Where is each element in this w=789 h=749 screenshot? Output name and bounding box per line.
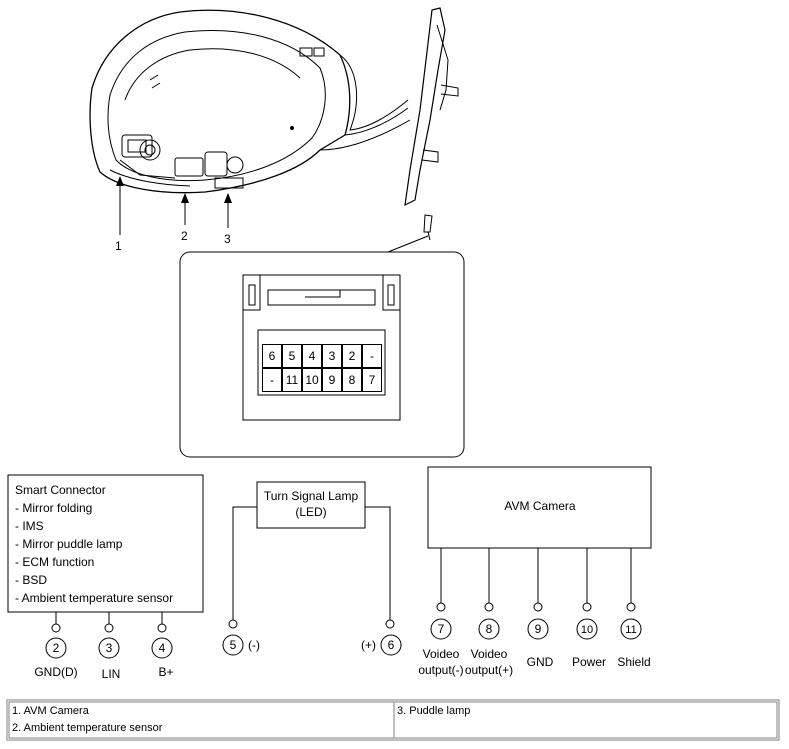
legend-item: 3. Puddle lamp [397, 705, 470, 717]
pin-4-label: B+ [158, 665, 173, 679]
svg-text:5: 5 [230, 638, 237, 652]
legend-item: 2. Ambient temperature sensor [12, 722, 163, 734]
connector-pin-cell: 4 [302, 344, 322, 368]
connector-pin-cell: 6 [262, 344, 282, 368]
pin-8-label: Voideo [471, 647, 508, 661]
pin-7-badge: 7 [430, 618, 452, 640]
smart-connector-title: Smart Connector [15, 483, 106, 497]
svg-text:3: 3 [106, 641, 113, 655]
svg-text:11: 11 [625, 624, 636, 636]
connector-pin-cell: 2 [342, 344, 362, 368]
connector-detail-frame [179, 251, 465, 458]
turn-signal-title: Turn Signal Lamp [264, 489, 359, 503]
pin-2-label: GND(D) [34, 665, 77, 679]
detail-leader-line [387, 235, 429, 253]
connector-pin-cell: 11 [282, 368, 302, 392]
pin-7-label: output(-) [418, 663, 463, 677]
turn-signal-wires [228, 506, 395, 629]
svg-text:8: 8 [486, 622, 493, 636]
avm-camera-box [427, 466, 652, 549]
connector-pin-cell: - [262, 368, 282, 392]
avm-camera-wires [436, 548, 636, 612]
pin-6-label: (+) [361, 638, 376, 652]
connector-pin-cell: 8 [342, 368, 362, 392]
smart-connector-feature: - Mirror folding [15, 501, 92, 515]
pin-2-badge: 2 [45, 637, 67, 659]
pin-10-badge: 10 [576, 618, 598, 640]
turn-signal-subtitle: (LED) [295, 505, 326, 519]
svg-text:2: 2 [53, 641, 60, 655]
smart-connector-box [7, 474, 204, 613]
pin-8-label: output(+) [465, 663, 513, 677]
connector-pin-cell: 7 [362, 368, 382, 392]
connector-pin-cell: 5 [282, 344, 302, 368]
pin-5-label: (-) [248, 638, 260, 652]
connector-pin-cell: 3 [322, 344, 342, 368]
pin-10-label: Power [572, 655, 606, 669]
pin-6-badge: 6 [380, 634, 402, 656]
pin-7-label: Voideo [423, 647, 460, 661]
turn-signal-box [256, 481, 366, 529]
pin-11-badge: 11 [620, 618, 642, 640]
pin-9-badge: 9 [527, 618, 549, 640]
smart-connector-feature: - IMS [15, 519, 44, 533]
smart-connector-feature: - Ambient temperature sensor [15, 591, 173, 605]
mirror-illustration [89, 7, 459, 241]
pin-3-badge: 3 [98, 637, 120, 659]
connector-pin-cell: - [362, 344, 382, 368]
legend-item: 1. AVM Camera [12, 705, 90, 717]
smart-connector-feature: - Mirror puddle lamp [15, 537, 123, 551]
smart-connector-wires [51, 612, 167, 633]
callout-2-label: 2 [181, 229, 188, 243]
svg-text:7: 7 [438, 622, 445, 636]
connector-face [242, 274, 401, 421]
smart-connector-feature: - BSD [15, 573, 47, 587]
svg-text:10: 10 [581, 624, 593, 636]
callout-3-label: 3 [224, 232, 231, 246]
connector-pin-cell: 9 [322, 368, 342, 392]
svg-text:9: 9 [535, 622, 542, 636]
connector-pin-cell: 10 [302, 368, 322, 392]
pin-4-badge: 4 [151, 637, 173, 659]
pin-9-label: GND [527, 655, 554, 669]
legend-table: 1. AVM Camera 2. Ambient temperature sen… [6, 699, 780, 741]
avm-camera-title: AVM Camera [504, 499, 575, 513]
pin-11-label: Shield [617, 655, 650, 669]
svg-text:6: 6 [388, 638, 395, 652]
pin-8-badge: 8 [478, 618, 500, 640]
callout-1-label: 1 [115, 239, 122, 253]
svg-text:4: 4 [159, 641, 166, 655]
smart-connector-feature: - ECM function [15, 555, 94, 569]
pin-3-label: LIN [102, 667, 121, 681]
pin-5-badge: 5 [222, 634, 244, 656]
